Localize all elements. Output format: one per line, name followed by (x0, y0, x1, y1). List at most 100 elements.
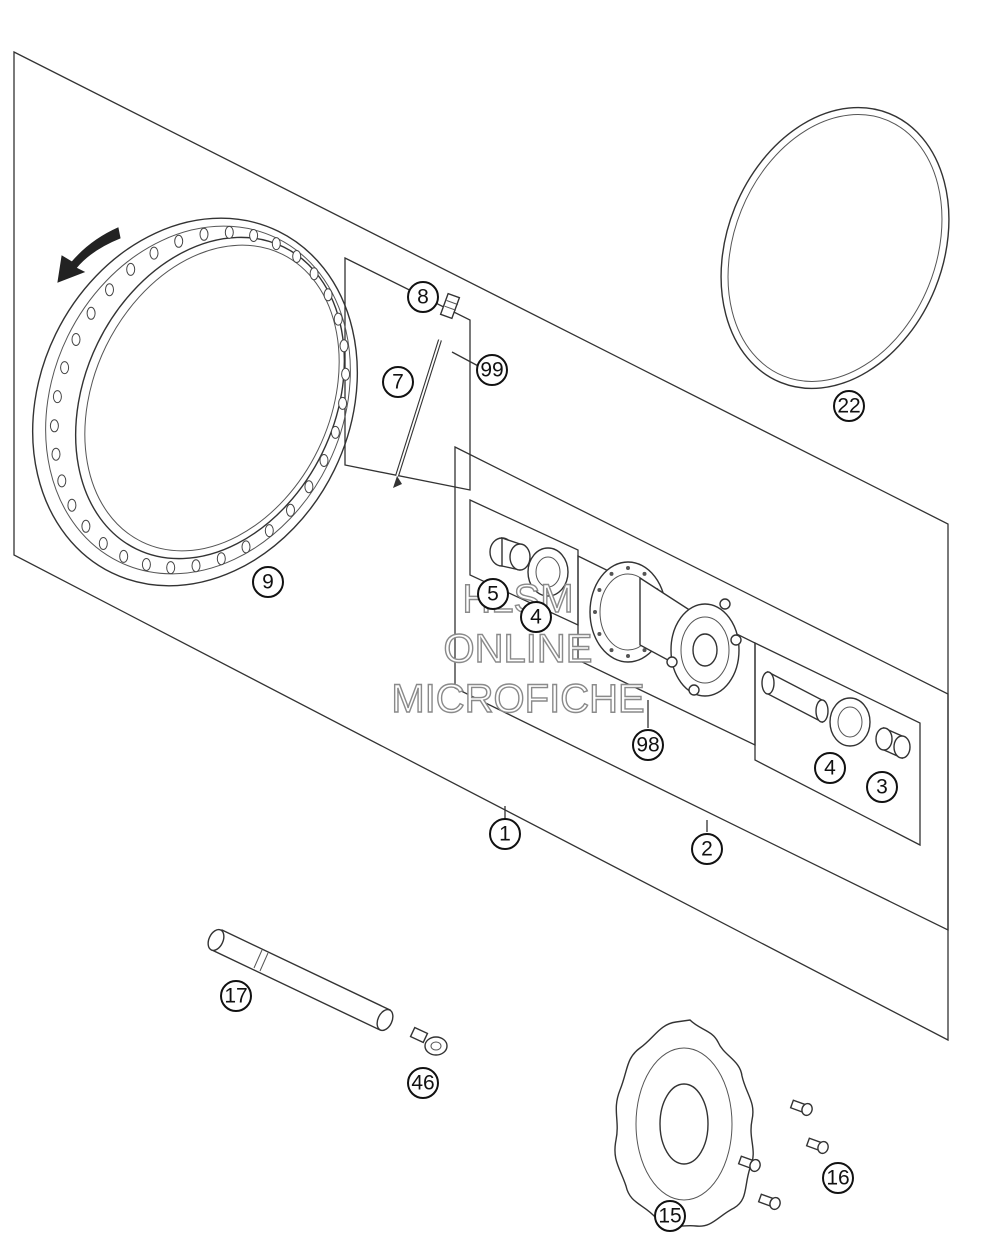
hub-spoke-hole (593, 610, 597, 614)
rim-spoke-hole (51, 447, 61, 461)
rim-spoke-hole (271, 237, 281, 251)
watermark-line-2: ONLINE (444, 627, 593, 671)
rotation-arrow-icon (57, 227, 121, 283)
callout-label: 1 (499, 823, 511, 846)
rim-spoke-hole (57, 474, 67, 488)
spoke (393, 339, 442, 488)
hub-spoke-hole (626, 654, 630, 658)
callout-label: 9 (262, 571, 274, 594)
rim-spoke-hole (333, 312, 343, 326)
hub-spoke-hole (597, 588, 602, 592)
axle-spacer-right (761, 670, 829, 724)
callout-label: 4 (824, 757, 836, 780)
rim-spoke-hole (241, 540, 251, 554)
callout-label: 17 (224, 985, 247, 1008)
callout-2[interactable]: 2 (691, 833, 723, 865)
spacer-left (489, 537, 531, 571)
callout-7[interactable]: 7 (382, 366, 414, 398)
callout-3[interactable]: 3 (866, 771, 898, 803)
rim-spoke-hole (216, 552, 226, 566)
callout-label: 5 (487, 583, 499, 606)
spoke-nipple (439, 292, 461, 320)
callout-1[interactable]: 1 (489, 818, 521, 850)
rim-spoke-hole (292, 250, 302, 263)
rim-spoke-hole (249, 229, 259, 242)
watermark-line-3: MICROFICHE (391, 677, 644, 721)
rim-spoke-hole (199, 227, 209, 241)
callout-22[interactable]: 22 (833, 390, 865, 422)
rim-spoke-hole (67, 498, 77, 512)
callout-8[interactable]: 8 (407, 281, 439, 313)
callout-label: 2 (701, 838, 713, 861)
rim-spoke-hole (166, 561, 176, 575)
callout-17[interactable]: 17 (220, 980, 252, 1012)
rim-spoke-hole (323, 288, 333, 302)
rim (31, 217, 359, 587)
callout-label: 22 (837, 395, 860, 418)
rim-spoke-hole (319, 454, 329, 467)
rim-spoke-hole (338, 396, 348, 410)
rim-spoke-hole (149, 246, 159, 260)
rim-spoke-hole (71, 333, 81, 346)
callout-5[interactable]: 5 (477, 578, 509, 610)
assembly-panel (13, 50, 949, 1042)
rim-spoke-hole (304, 480, 314, 494)
callout-label: 99 (480, 359, 503, 382)
callout-99[interactable]: 99 (476, 354, 508, 386)
hub-spoke-hole (626, 566, 630, 570)
callout-label: 98 (636, 734, 659, 757)
callout-label: 8 (417, 286, 429, 309)
callout-16[interactable]: 16 (822, 1162, 854, 1194)
rim-spoke-hole (224, 225, 234, 239)
rim-spoke-holes (49, 225, 351, 575)
callout-15[interactable]: 15 (654, 1200, 686, 1232)
rim-spoke-hole (126, 262, 136, 276)
callout-label: 7 (392, 371, 404, 394)
rim-spoke-hole (141, 558, 151, 571)
hub-spoke-hole (609, 571, 614, 576)
rim-spoke-hole (191, 559, 201, 573)
hub-assembly-panel (454, 445, 949, 932)
callout-label: 15 (658, 1205, 681, 1228)
bearing-right (829, 697, 871, 747)
right-bearing-panel (754, 641, 921, 847)
callout-4-right[interactable]: 4 (814, 752, 846, 784)
rim-tape (720, 106, 950, 390)
callout-9[interactable]: 9 (252, 566, 284, 598)
rim-spoke-hole (98, 537, 108, 550)
axle (207, 928, 394, 1032)
callout-label: 4 (530, 606, 542, 629)
rim-spoke-hole (309, 267, 319, 281)
brake-disc (614, 1019, 754, 1228)
rim-spoke-hole (86, 306, 96, 320)
callout-label: 46 (411, 1072, 434, 1095)
spacer-right (875, 726, 911, 760)
rim-spoke-hole (330, 425, 340, 439)
rim-spoke-hole (52, 390, 62, 404)
rim-spoke-hole (119, 549, 129, 563)
hub-spoke-hole (642, 571, 647, 576)
callout-46[interactable]: 46 (407, 1067, 439, 1099)
callout-label: 16 (826, 1167, 849, 1190)
axle-bolt (409, 1026, 448, 1056)
rim-spoke-hole (49, 419, 59, 433)
bearing-left (527, 547, 569, 597)
hub-spoke-hole (597, 632, 602, 636)
rim-spoke-hole (105, 283, 114, 297)
hub (589, 561, 742, 697)
hub-spoke-hole (609, 648, 614, 653)
rim-spoke-hole (174, 234, 184, 248)
watermark: HLSM ONLINE MICROFICHE (391, 576, 646, 721)
disc-bolts (737, 1099, 829, 1211)
callout-label: 3 (876, 776, 888, 799)
rim-spoke-hole (81, 519, 91, 533)
callout-98[interactable]: 98 (632, 729, 664, 761)
hub-spoke-hole (642, 648, 647, 653)
rim-spoke-hole (341, 367, 351, 381)
rim-spoke-hole (60, 361, 70, 375)
callout-4-left[interactable]: 4 (520, 601, 552, 633)
rim-spoke-hole (264, 524, 274, 538)
rim-spoke-hole (339, 339, 349, 353)
rim-spoke-hole (286, 503, 295, 517)
